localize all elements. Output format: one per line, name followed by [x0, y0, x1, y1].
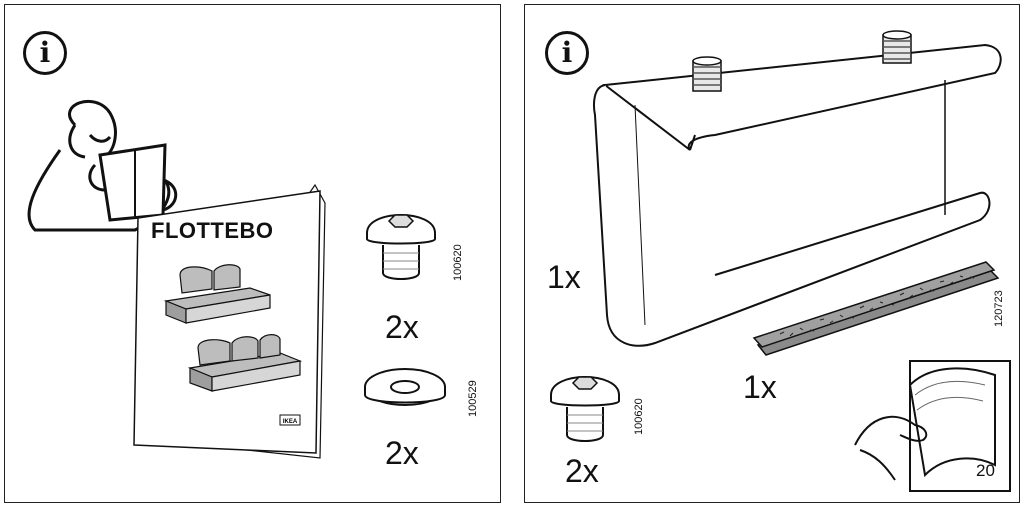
- bolt-icon: [550, 376, 620, 442]
- booklet-title: FLOTTEBO: [151, 218, 274, 243]
- article-number: 100529: [467, 380, 479, 417]
- info-symbol: i: [561, 36, 573, 69]
- article-number: 100620: [633, 398, 645, 435]
- washer-icon: [364, 368, 446, 406]
- info-icon: i: [545, 31, 589, 75]
- felt-pad-icon: [752, 261, 1000, 356]
- quantity-label: 2x: [565, 453, 599, 489]
- booklet-illustration: IKEA: [133, 183, 326, 459]
- left-instruction-panel: i IKEA FLOTTEB: [4, 4, 501, 503]
- ikea-logo: IKEA: [283, 419, 298, 425]
- bolt-icon: [366, 214, 436, 280]
- right-instruction-panel: i 1x 120723 1x 100620: [524, 4, 1020, 503]
- info-symbol: i: [39, 36, 51, 69]
- quantity-label: 2x: [385, 435, 419, 471]
- page-number: 20: [976, 461, 995, 480]
- quantity-label: 1x: [547, 259, 581, 295]
- page-turn-icon: [854, 360, 1011, 492]
- shelf-bracket-icon: [593, 30, 1002, 347]
- quantity-label: 1x: [743, 369, 777, 405]
- article-number: 120723: [993, 290, 1005, 327]
- info-icon: i: [23, 31, 67, 75]
- article-number: 100620: [452, 244, 464, 281]
- quantity-label: 2x: [385, 309, 419, 345]
